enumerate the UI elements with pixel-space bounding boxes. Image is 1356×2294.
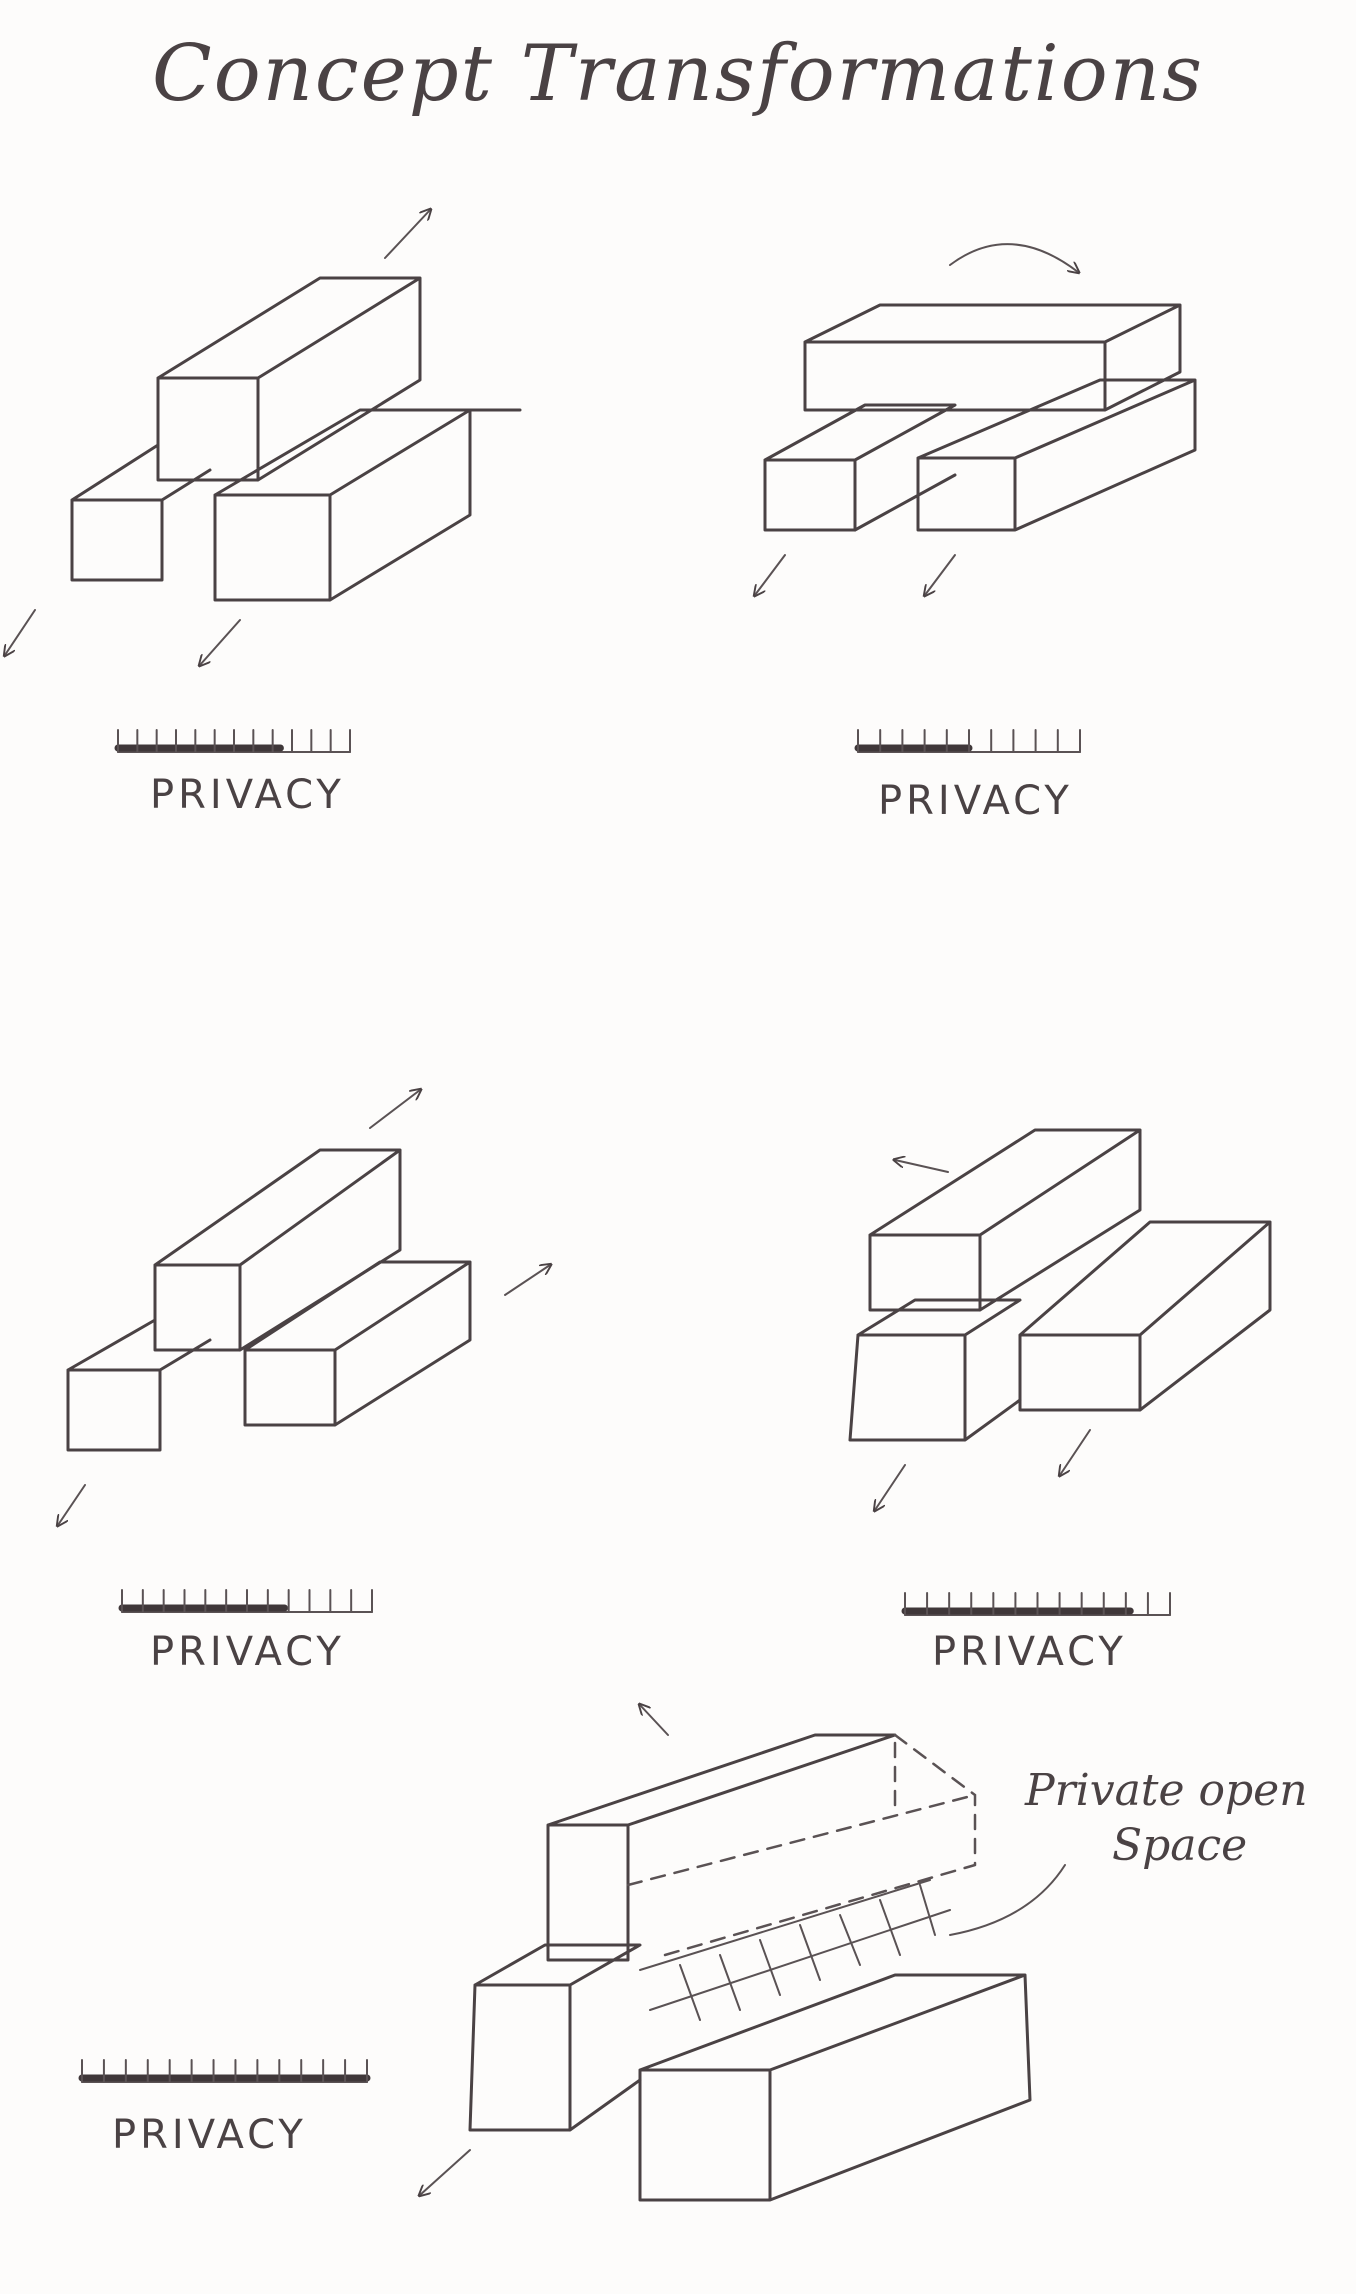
panel-1-arrow-up-right (384, 210, 430, 259)
panel-2-arrow-rotate (949, 243, 1078, 272)
panel-3-front-block (243, 1260, 472, 1427)
panel-1-small-cube (70, 443, 212, 582)
private-open-space-note-line1: Private open (1024, 1765, 1308, 1816)
panel-4-massing (848, 1128, 1272, 1510)
panel-4-upper-block (868, 1128, 1142, 1312)
panel-4-right-block (1018, 1220, 1272, 1412)
panel-2-left-block (763, 403, 957, 532)
panel-4-arrow-down-left-a (875, 1464, 906, 1510)
page-title: Concept Transformations (152, 29, 1204, 119)
panel-2-arrow-down-left-a (755, 554, 786, 595)
panel-5-open-space-hatch (639, 1879, 951, 2021)
panel-4-arrow-down-left-b (1060, 1429, 1091, 1475)
panel-5-upper-block (546, 1733, 897, 1962)
panel-3-arrow-down-left (58, 1484, 86, 1525)
panel-1-front-block (213, 408, 522, 602)
privacy-scales (78, 729, 1171, 2083)
panel-2-right-block (916, 378, 1197, 532)
panel-3-privacy-label: PRIVACY (150, 1629, 345, 1675)
panel-4-arrow-left (895, 1160, 949, 1173)
panel-1-arrow-down-left-a (5, 609, 36, 655)
panel-3-upper-block (153, 1148, 402, 1352)
panel-3-small-cube (66, 1318, 212, 1452)
panel-1-upper-block (156, 276, 422, 482)
panel-2-massing (755, 243, 1197, 595)
panel-5-small-cube (468, 1943, 642, 2132)
panel-1-arrow-down-left-b (200, 619, 241, 665)
panel-2-arrow-down-left-b (925, 554, 956, 595)
panel-5-arrow-down-left (420, 2149, 471, 2195)
panel-1-privacy-label: PRIVACY (150, 772, 345, 818)
private-open-space-note-line2: Space (1112, 1820, 1247, 1871)
panel-5-arrow-up-left (640, 1705, 669, 1736)
panel-5-privacy-label: PRIVACY (112, 2112, 307, 2158)
panel-1-massing (5, 210, 522, 665)
panel-5-annotation-leader (949, 1864, 1066, 1936)
panel-5-front-block (638, 1973, 1032, 2202)
panel-3-massing (58, 1090, 550, 1525)
panel-2-privacy-label: PRIVACY (878, 778, 1073, 824)
panel-3-arrow-up-right-b (504, 1265, 550, 1296)
panel-4-lower-left-block (848, 1298, 1022, 1442)
panel-5-dashed-extension (626, 1733, 977, 1957)
panel-3-arrow-up-right-a (369, 1090, 420, 1129)
panel-4-privacy-label: PRIVACY (932, 1629, 1127, 1675)
panel-2-top-slab (803, 303, 1182, 412)
panel-5-massing (420, 1705, 1066, 2202)
